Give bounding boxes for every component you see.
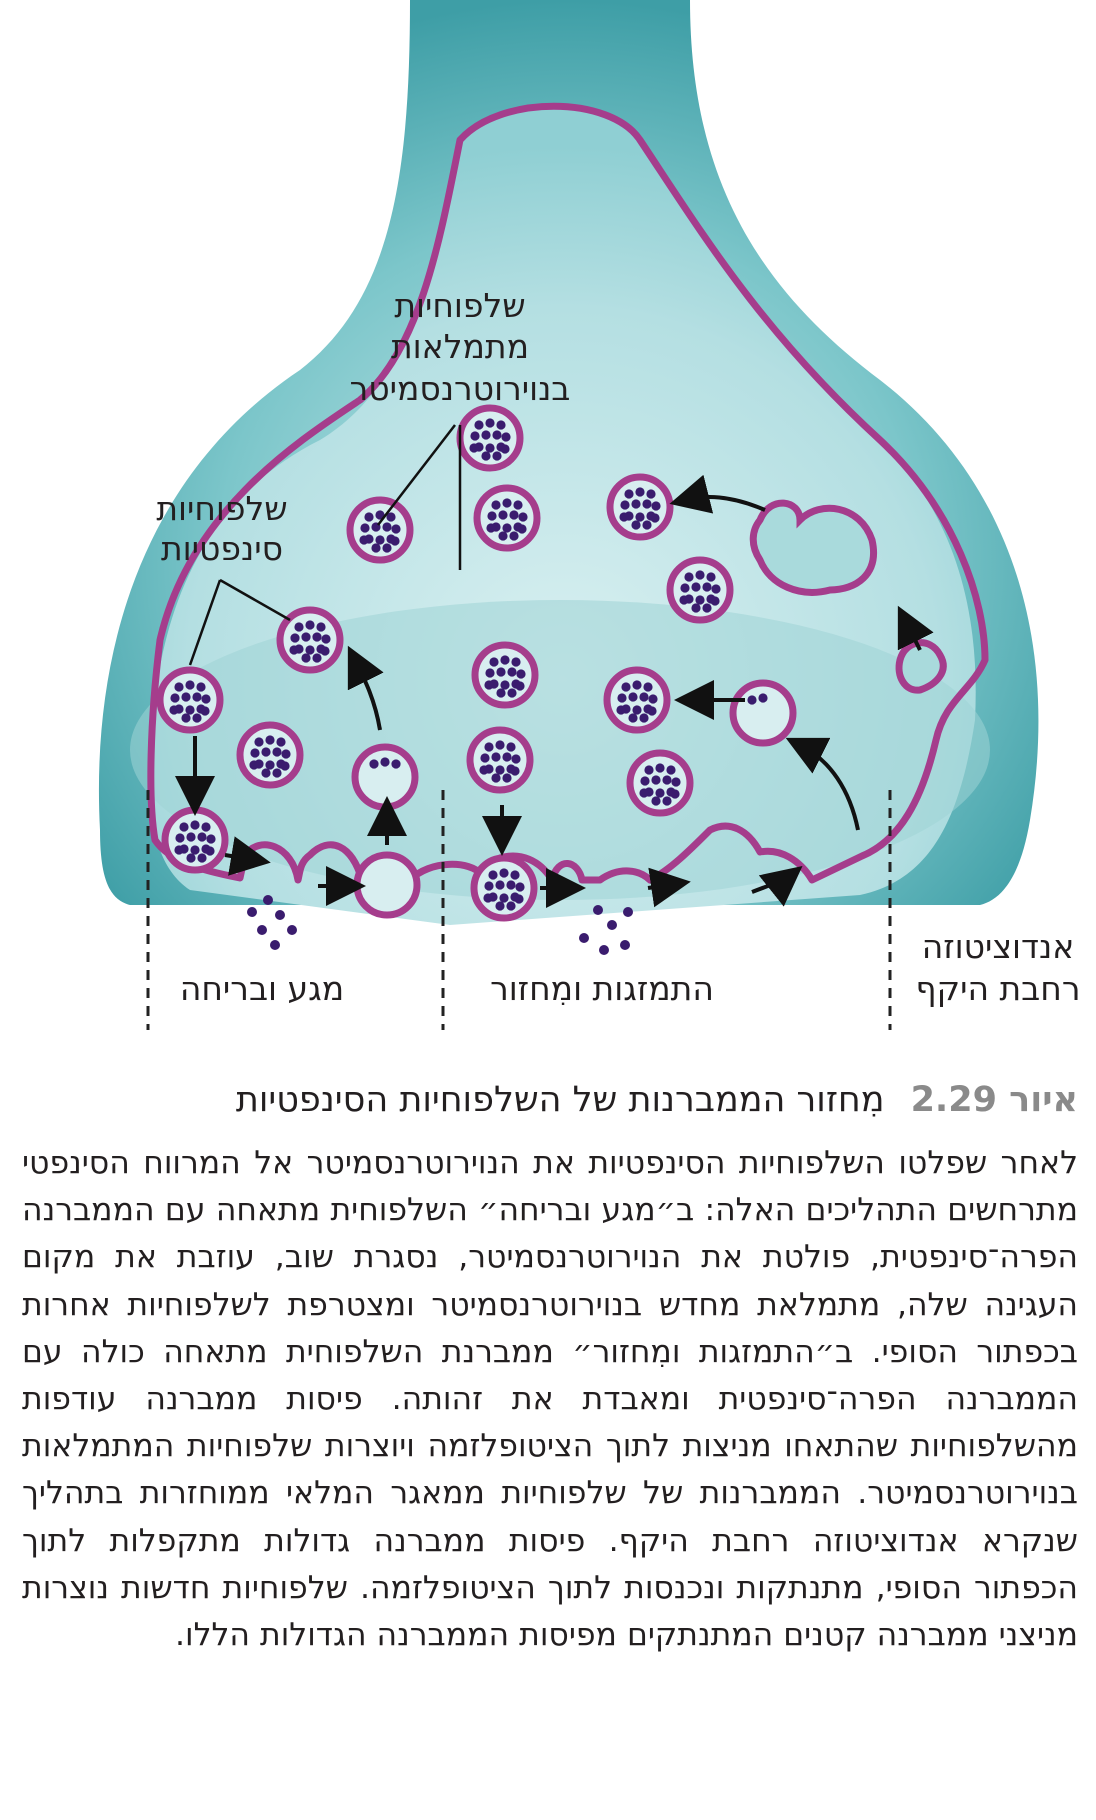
label-filled-vesicles-1: שלפוחיות (394, 286, 525, 325)
label-filled-vesicles-2: מתמלאות (391, 327, 529, 366)
released-neurotransmitter (247, 895, 633, 955)
label-fusion-recycling: התמזגות ומִחזור (490, 969, 714, 1008)
figure-caption: איור 2.29 מִחזור הממברנות של השלפוחיות הס… (40, 1078, 1078, 1122)
vesicle-refilling (729, 679, 797, 747)
caption-label: איור 2.29 (910, 1080, 1078, 1120)
vesicle-filled (606, 473, 674, 541)
presynaptic-membrane (147, 102, 989, 884)
vesicle-refilling (351, 743, 419, 811)
membrane-bud-right (895, 639, 947, 694)
vesicle-filled (346, 496, 414, 564)
cytoplasm-shade (130, 600, 990, 900)
vesicle-filled (466, 726, 534, 794)
label-bulk-endocytosis-2: רחבת היקף (916, 969, 1081, 1008)
bulk-endocytosis-fold (749, 499, 877, 596)
synaptic-terminal-diagram: שלפוחיות מתמלאות בנוירוטרנסמיטר שלפוחיות… (98, 0, 1081, 1030)
vesicle-filled (471, 641, 539, 709)
label-filled-vesicles-3: בנוירוטרנסמיטר (350, 369, 571, 408)
vesicle-filled (236, 721, 304, 789)
vesicle-filled (456, 404, 524, 472)
vesicle-filled (276, 606, 344, 674)
vesicle-filled (473, 484, 541, 552)
caption-title: מִחזור הממברנות של השלפוחיות הסינפטיות (235, 1080, 885, 1120)
process-arrows (175, 474, 934, 908)
body-paragraph: לאחר שפלטו השלפוחיות הסינפטיות את הנוירו… (22, 1145, 1078, 1654)
vesicle-filled (626, 749, 694, 817)
label-synaptic-vesicles-2: סינפטיות (161, 529, 283, 568)
vesicle-filled (156, 666, 224, 734)
label-kiss-and-run: מגע ובריחה (180, 969, 344, 1008)
vesicle-filled (666, 556, 734, 624)
vesicle-filled (603, 666, 671, 734)
label-synaptic-vesicles-1: שלפוחיות (156, 489, 287, 528)
vesicle-filled (470, 854, 538, 922)
vesicle-group (156, 404, 797, 922)
vesicle-empty (353, 851, 421, 919)
vesicle-filled (161, 806, 229, 874)
leader-lines (188, 424, 462, 666)
label-bulk-endocytosis-1: אנדוציטוזה (922, 927, 1075, 966)
